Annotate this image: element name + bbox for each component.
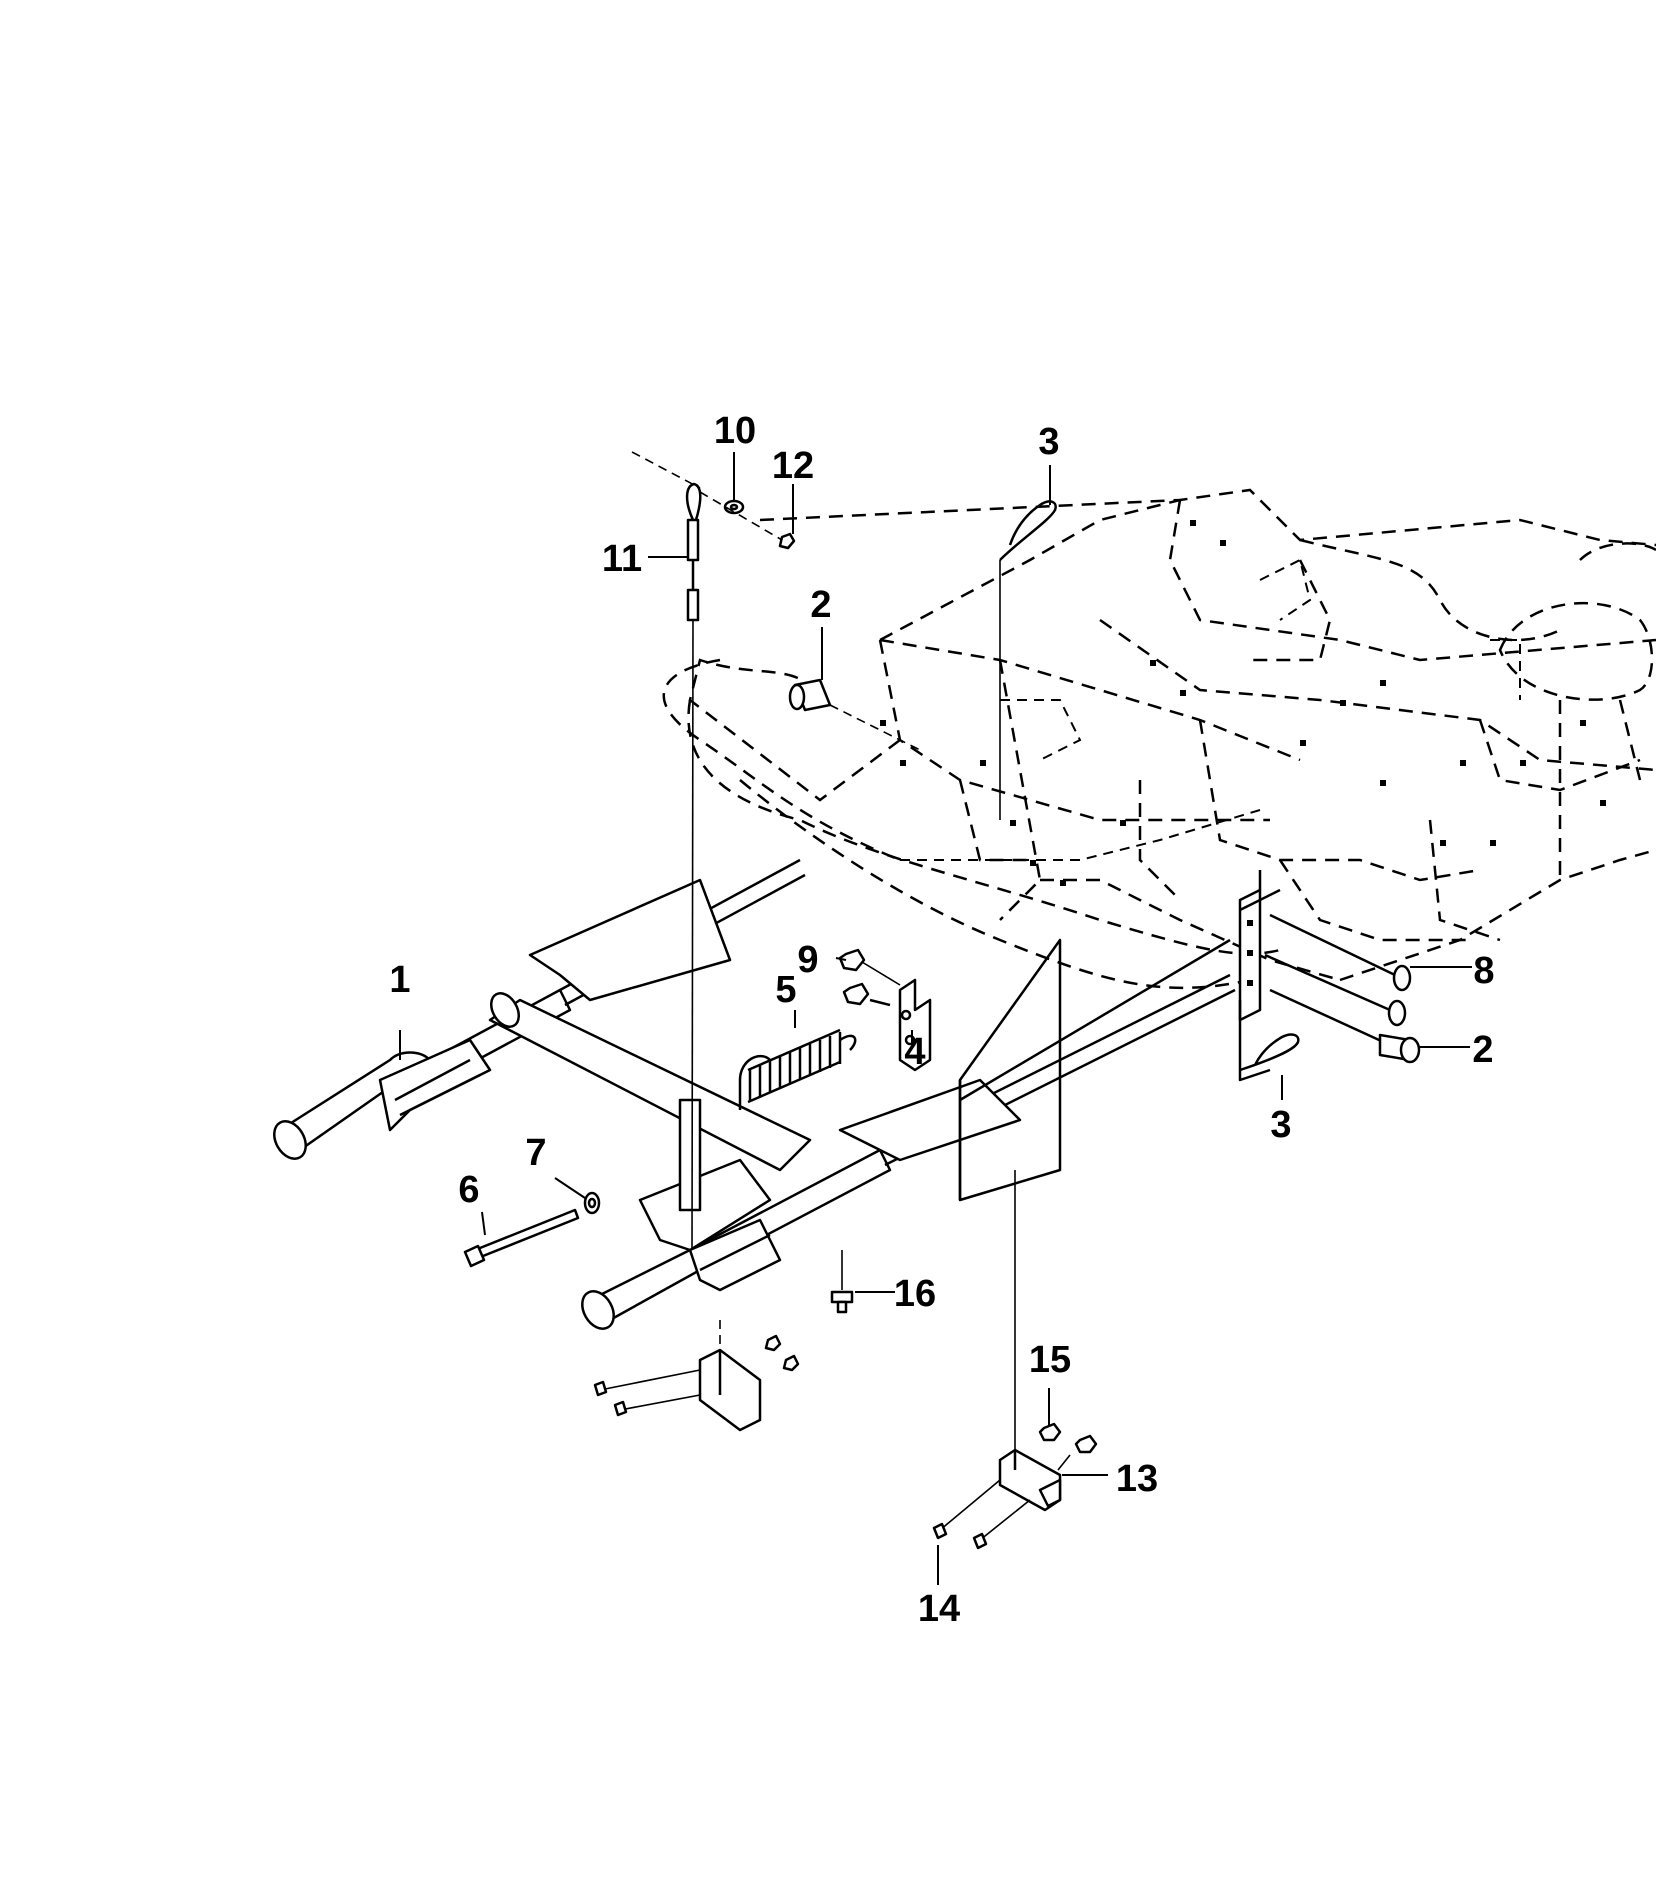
callout-leaders [399,452,1472,1585]
nut-part-9 [838,948,901,1006]
callout-13: 13 [1116,1458,1158,1500]
lift-arm-assembly [273,858,1281,1330]
callout-9: 9 [797,939,818,981]
callout-7: 7 [525,1132,546,1174]
mount-bracket-lower-left [593,1320,800,1432]
nut-part-15 [1038,1422,1098,1471]
frame-holes [880,520,1606,886]
bushing-part-2-front [788,678,921,751]
bracket-part-4 [869,978,932,1072]
callout-4: 4 [904,1031,925,1073]
callout-14: 14 [918,1588,960,1630]
callout-12: 12 [772,445,814,487]
bolt-part-16 [830,1250,854,1314]
hairpin-clip-part-3-bottom [1239,1033,1300,1072]
nut-part-12 [699,491,796,550]
spring-part-5 [738,1028,857,1110]
callout-2-front: 2 [810,584,831,626]
callout-11: 11 [602,538,642,580]
callout-6: 6 [458,1169,479,1211]
pin-part-8 [1264,913,1412,1027]
washer-part-7 [583,1191,601,1215]
callout-15: 15 [1029,1339,1071,1381]
callout-8: 8 [1473,950,1494,992]
spring-coils [747,1028,842,1104]
callout-labels: 1 2 2 3 3 4 5 6 7 8 9 10 11 12 13 14 15 … [389,410,1494,1630]
callout-3-bottom: 3 [1270,1104,1291,1146]
callout-16: 16 [894,1273,936,1315]
bushing-part-2-rear [1269,988,1421,1064]
mount-bracket-part-13 [932,1170,1062,1550]
tractor-frame-outline [662,488,1656,990]
hairpin-clip-part-3-top [999,500,1057,820]
bolt-part-6 [463,1208,580,1268]
callout-5: 5 [775,969,796,1011]
callout-1: 1 [389,959,410,1001]
callout-3-top: 3 [1038,421,1059,463]
callout-2-rear: 2 [1472,1029,1493,1071]
callout-10: 10 [714,410,756,452]
cable-part-11 [631,451,702,1251]
washer-part-10 [723,499,745,515]
